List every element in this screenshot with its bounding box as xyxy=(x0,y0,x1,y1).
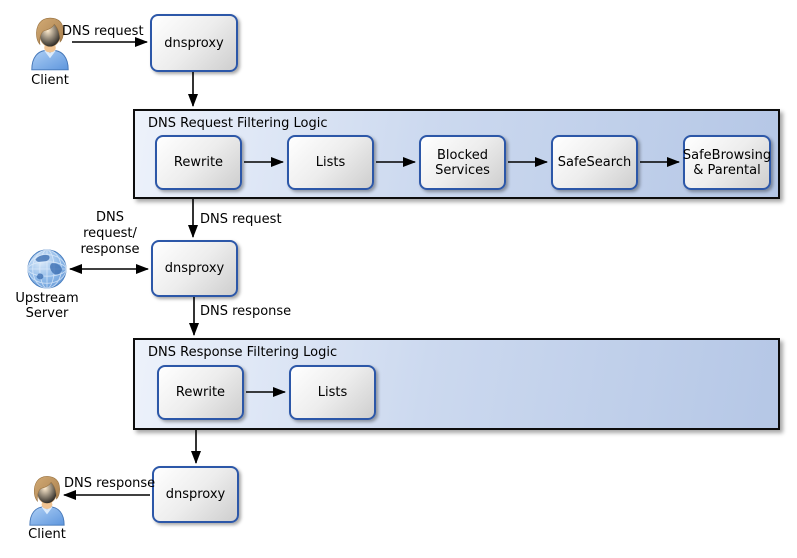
edge-label-dns-response-mid: DNS response xyxy=(200,304,292,319)
node-label: SafeBrowsing & Parental xyxy=(682,147,772,178)
node-label: Lists xyxy=(317,385,348,400)
node-label: dnsproxy xyxy=(164,261,225,276)
request-filtering-container: DNS Request Filtering Logic Rewrite List… xyxy=(133,109,780,199)
filter-box-safesearch: SafeSearch xyxy=(551,135,638,190)
node-label: Rewrite xyxy=(175,385,226,400)
node-label: SafeSearch xyxy=(557,155,632,170)
filter-box-rewrite: Rewrite xyxy=(155,135,242,190)
node-label: Lists xyxy=(315,155,346,170)
dnsproxy-node-bottom: dnsproxy xyxy=(152,466,239,523)
request-filtering-title: DNS Request Filtering Logic xyxy=(148,116,328,131)
edge-label-dns-request-mid: DNS request xyxy=(200,212,282,227)
response-filtering-container: DNS Response Filtering Logic Rewrite Lis… xyxy=(133,338,780,430)
filter-box-lists: Lists xyxy=(287,135,374,190)
response-filtering-title: DNS Response Filtering Logic xyxy=(148,345,338,360)
filter-box-safebrowsing-parental: SafeBrowsing & Parental xyxy=(683,135,771,190)
dnsproxy-node-middle: dnsproxy xyxy=(151,240,238,297)
client-bottom-icon xyxy=(25,471,69,527)
dnsproxy-node-top: dnsproxy xyxy=(150,14,238,72)
client-top-label: Client xyxy=(31,73,69,88)
client-icon xyxy=(27,12,73,72)
node-label: dnsproxy xyxy=(164,35,224,51)
edge-label-upstream-exchange: DNS request/ response xyxy=(80,210,140,257)
edge-label-dns-request-top: DNS request xyxy=(62,24,144,39)
edge-label-dns-response-bottom: DNS response xyxy=(64,476,156,491)
client-bottom-label: Client xyxy=(28,527,66,542)
node-label: Rewrite xyxy=(173,155,224,170)
response-box-rewrite: Rewrite xyxy=(157,365,244,420)
response-box-lists: Lists xyxy=(289,365,376,420)
node-label: Blocked Services xyxy=(435,147,490,178)
filter-box-blocked-services: Blocked Services xyxy=(419,135,506,190)
upstream-server-label: Upstream Server xyxy=(15,291,79,321)
upstream-server-icon xyxy=(26,248,68,290)
node-label: dnsproxy xyxy=(165,487,226,502)
